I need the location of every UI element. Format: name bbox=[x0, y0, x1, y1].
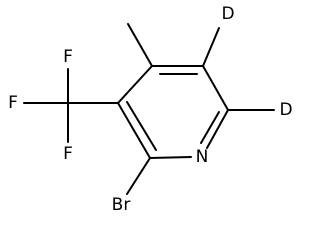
atom-label-f-top: F bbox=[63, 47, 73, 67]
bond-c2-c3 bbox=[117, 102, 151, 159]
atom-label-d-top: D bbox=[221, 4, 234, 24]
bond-c6-n-inner bbox=[200, 111, 220, 144]
molecule-structure: N Br D D F F F bbox=[8, 4, 292, 215]
bond-c2-c3-inner bbox=[126, 101, 157, 151]
atom-label-n: N bbox=[196, 147, 209, 167]
atom-label-d-right: D bbox=[279, 100, 292, 120]
atom-label-br: Br bbox=[112, 195, 131, 215]
bond-n-c2 bbox=[149, 156, 192, 159]
bond-c3-c4 bbox=[117, 65, 153, 104]
atom-label-f-left: F bbox=[8, 93, 18, 113]
bond-c4-methyl bbox=[127, 23, 153, 67]
bond-c5-c6 bbox=[202, 65, 229, 111]
bond-c5-d bbox=[202, 27, 220, 67]
bond-c6-n bbox=[206, 109, 229, 149]
atom-label-f-bottom: F bbox=[63, 144, 73, 164]
bond-c2-br bbox=[126, 157, 151, 195]
